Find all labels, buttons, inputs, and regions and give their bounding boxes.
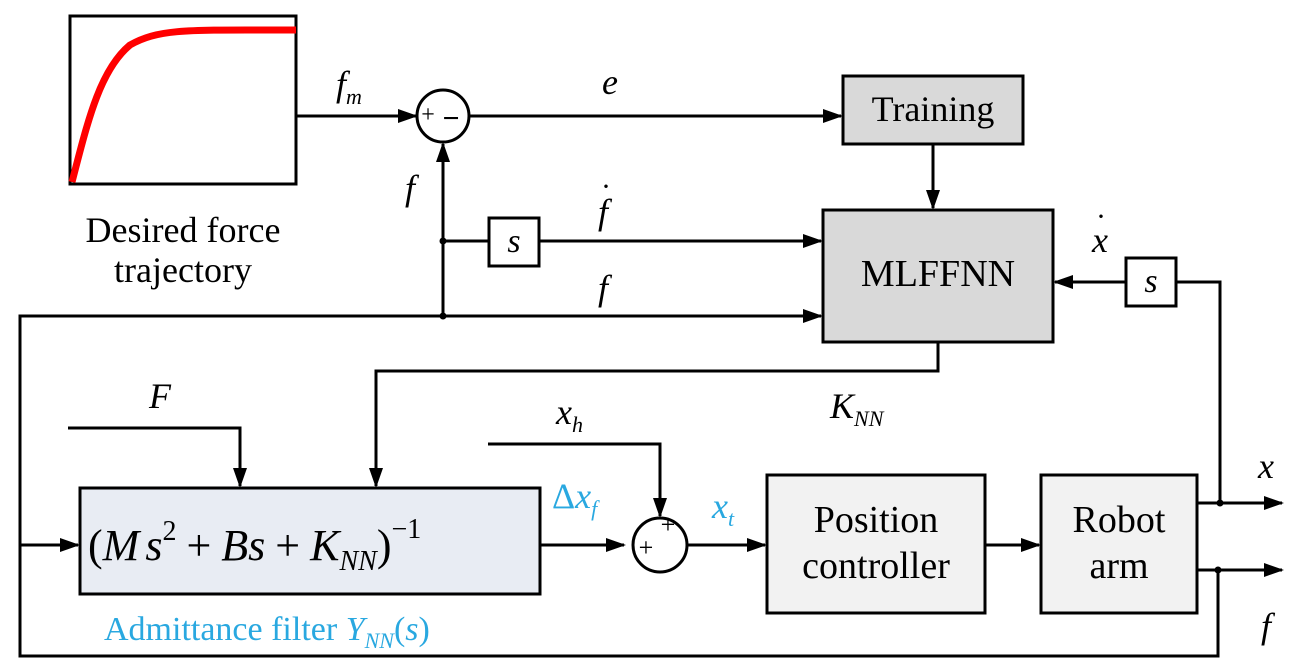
branch-dot-x [1216,499,1224,507]
s-force-label: s [507,223,520,260]
force-loop-line [18,309,1220,658]
force-trajectory-curve [68,26,297,183]
mlffnn-label: MLFFNN [861,253,1015,295]
filter-caption: Admittance filter YNN(s) [104,611,430,653]
f-feedback-label: f [405,168,420,208]
f-dot-mark: · [601,170,611,203]
fm-label: fm [336,64,362,109]
robot-arm-line1: Robot [1073,499,1166,541]
training-label: Training [872,89,995,129]
s-block-position: s [1124,256,1178,308]
xh-label: xh [555,392,583,437]
xt-label: xt [711,486,735,531]
top-junction-minus: − [442,102,459,135]
mlffnn-block: MLFFNN [821,208,1055,344]
bottom-summing-junction: + + [631,510,689,574]
inset-caption-line2: trajectory [114,250,252,290]
knn-arrow [369,342,940,488]
inset-frame [68,14,298,186]
F-input-arrow [68,426,247,488]
top-junction-plus: + [421,102,435,128]
delta-xf-label: Δxf [552,476,600,521]
bottom-junction-plus-top: + [661,510,676,539]
branch-dot-f [1214,566,1222,574]
F-label: F [148,376,172,416]
bottom-junction-plus-left: + [639,533,654,562]
robot-arm-block: Robot arm [1039,473,1199,615]
position-feedback-line [1176,280,1222,503]
xh-input-arrow [488,442,667,518]
f-bottom-label: f [598,268,613,308]
training-block: Training [841,74,1025,146]
x-dot-mark: · [1096,200,1106,233]
position-controller-block: Position controller [765,473,987,615]
x-dot-label: x [1091,220,1108,260]
inset-caption-line1: Desired force [86,210,281,250]
position-controller-line2: controller [802,545,950,587]
error-label: e [602,62,618,102]
top-summing-junction: + − [415,88,471,144]
robot-arm-line2: arm [1089,545,1148,587]
desired-force-inset: Desired force trajectory [68,14,298,290]
s-block-force: s [487,216,541,268]
s-position-label: s [1144,263,1157,300]
x-output-label: x [1257,446,1274,486]
knn-label: KNN [829,386,885,431]
f-output-label: f [1261,606,1276,646]
position-controller-line1: Position [814,499,939,541]
